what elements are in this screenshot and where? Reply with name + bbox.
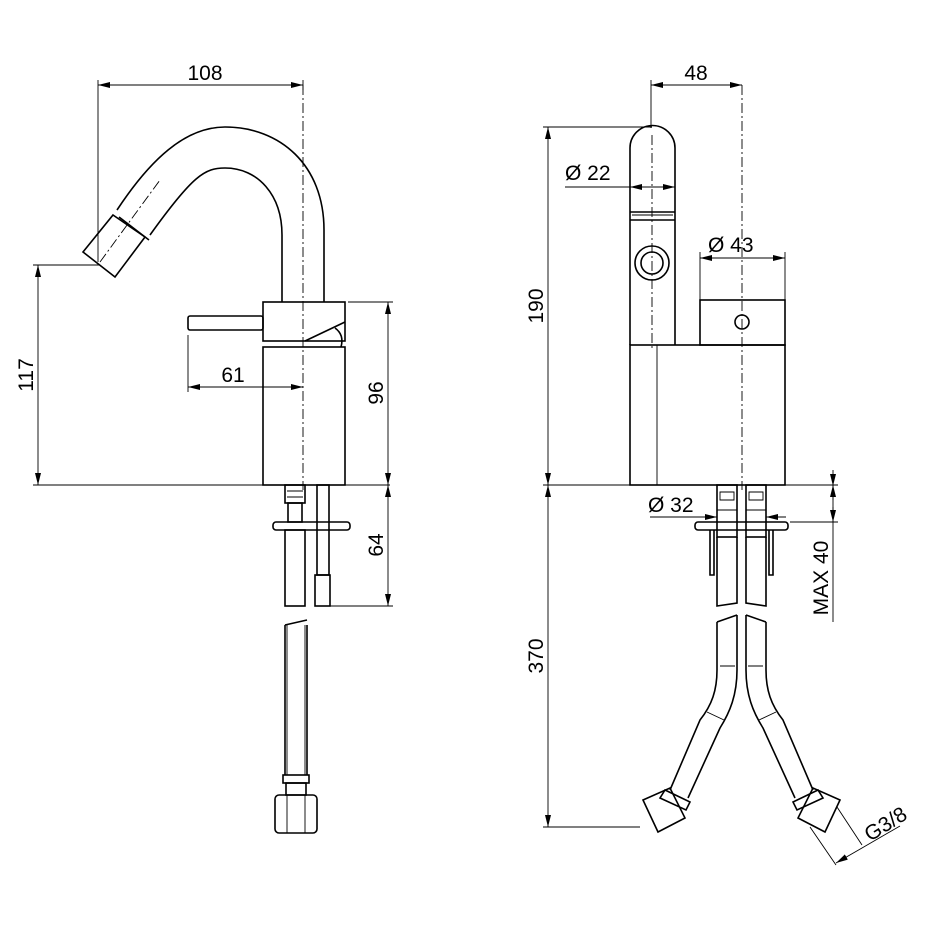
fixing-plate-front bbox=[694, 521, 789, 531]
dim-height-front-label: 190 bbox=[525, 288, 548, 323]
dim-thread-label: G3/8 bbox=[860, 803, 911, 847]
dim-height-label: 117 bbox=[15, 358, 38, 391]
hose-nut-left bbox=[641, 786, 687, 834]
dim-width-label: 108 bbox=[187, 62, 222, 85]
lever-handle bbox=[187, 315, 264, 331]
aerator-nozzle bbox=[81, 213, 147, 279]
front-view: 48 Ø 22 Ø 43 190 Ø 32 MAX 40 370 bbox=[525, 62, 911, 866]
hose-nut bbox=[274, 794, 318, 834]
dim-offset-label: 48 bbox=[684, 62, 707, 85]
fixing-plate bbox=[272, 521, 351, 531]
front-view-dimensions: 48 Ø 22 Ø 43 190 Ø 32 MAX 40 370 bbox=[525, 62, 911, 866]
dim-base-dia-label: Ø 32 bbox=[648, 494, 694, 517]
dim-handle-dia-label: Ø 43 bbox=[708, 234, 754, 257]
dim-spout-dia-label: Ø 22 bbox=[565, 162, 611, 185]
handle-knob bbox=[699, 299, 786, 346]
side-view-dimensions: 108 117 61 96 64 bbox=[15, 62, 393, 607]
dim-hose-label: 370 bbox=[525, 638, 548, 673]
dim-shank-label: 64 bbox=[365, 533, 388, 557]
side-view: 108 117 61 96 64 bbox=[15, 62, 393, 834]
dim-lever-label: 61 bbox=[221, 364, 244, 387]
dim-body-label: 96 bbox=[365, 381, 388, 404]
connectors bbox=[641, 484, 842, 834]
faucet-body-front bbox=[629, 85, 842, 834]
dim-deck-label: MAX 40 bbox=[810, 541, 833, 616]
hose-nut-right bbox=[796, 786, 842, 834]
faucet-body-side bbox=[81, 85, 351, 834]
